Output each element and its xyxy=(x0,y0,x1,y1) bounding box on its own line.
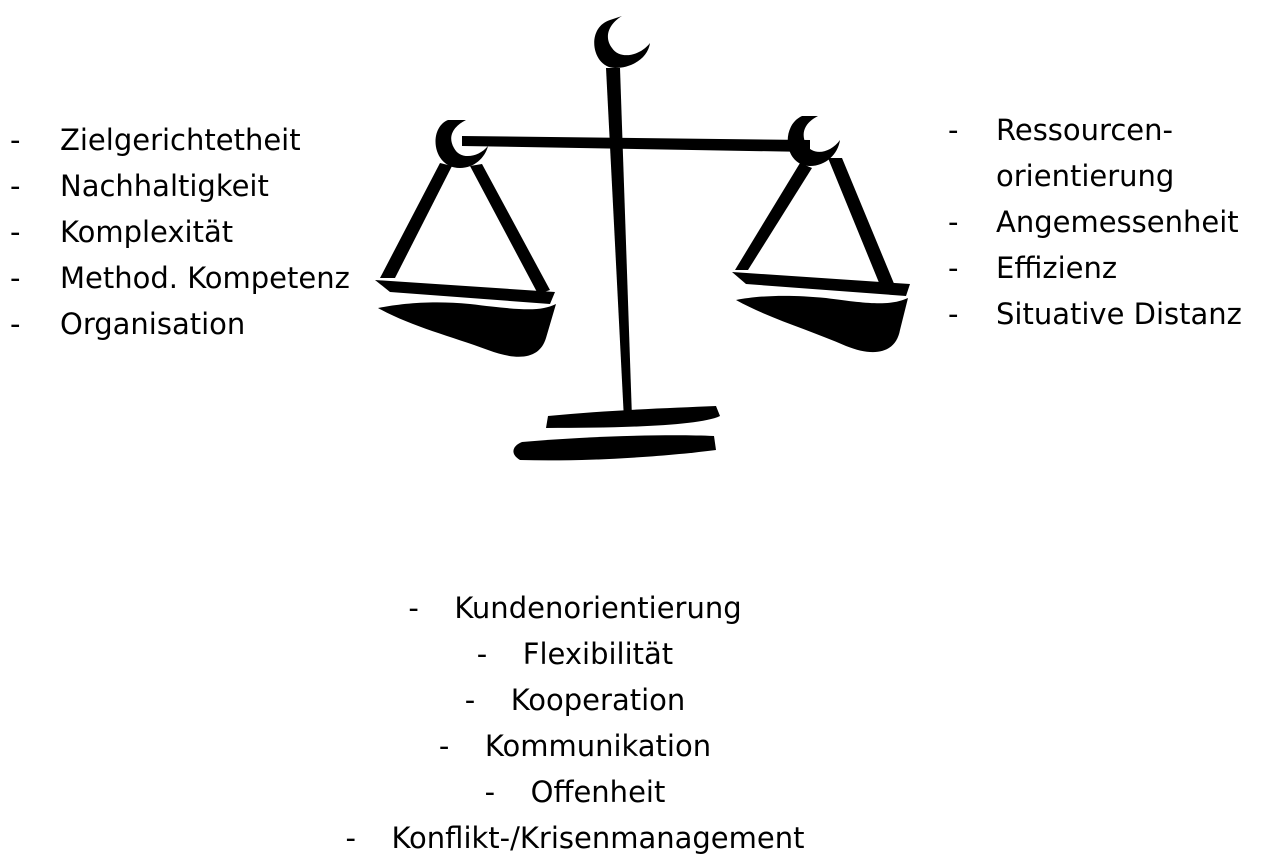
list-item-label: Situative Distanz xyxy=(996,297,1242,331)
list-item: - Organisation xyxy=(10,301,350,347)
left-pan-top xyxy=(375,280,555,304)
bullet-dash: - xyxy=(948,251,959,285)
left-chain-outer xyxy=(380,163,452,278)
list-item: - Komplexität xyxy=(10,209,350,255)
list-item: -Offenheit xyxy=(0,769,1150,815)
top-hook xyxy=(594,16,650,68)
list-item-label: Flexibilität xyxy=(522,637,674,671)
bullet-dash: - xyxy=(10,123,21,157)
list-item-label: Kommunikation xyxy=(484,729,712,763)
list-item: - Kundenorientierung xyxy=(0,585,1150,631)
left-pan-bowl xyxy=(378,302,556,357)
bullet-dash: - xyxy=(948,205,959,239)
right-chain-outer xyxy=(735,163,812,270)
base-bottom xyxy=(513,435,716,461)
list-item-label: Konflikt-/Krisenmanagement xyxy=(391,821,805,855)
bullet-dash: - xyxy=(10,169,21,203)
bullet-dash: - xyxy=(948,113,959,147)
list-item: - Angemessenheit xyxy=(948,199,1242,245)
right-chain-inner xyxy=(828,158,895,290)
bullet-dash: - xyxy=(10,261,21,295)
list-item: - Zielgerichtetheit xyxy=(10,117,350,163)
list-item: - Situative Distanz xyxy=(948,291,1242,337)
right-criteria-list: - Ressourcen-orientierung - Angemessenheit… xyxy=(948,107,1242,337)
bullet-dash: - xyxy=(438,729,450,763)
right-pan-bowl xyxy=(736,295,908,353)
bullet-dash: - xyxy=(10,307,21,341)
bullet-dash: - xyxy=(476,637,488,671)
list-item-label: Offenheit xyxy=(530,775,666,809)
bottom-criteria-list: -Kundenorientierung -Flexibilität -Koope… xyxy=(0,585,1150,861)
bullet-dash: - xyxy=(408,591,419,625)
list-item: - Method. Kompetenz xyxy=(10,255,350,301)
base-top xyxy=(546,406,720,428)
right-hook xyxy=(787,116,840,166)
list-item: - Ressourcen-orientierung xyxy=(948,107,1242,199)
bullet-dash: - xyxy=(10,215,21,249)
list-item: - Effizienz xyxy=(948,245,1242,291)
balance-scale-icon xyxy=(375,16,910,461)
beam xyxy=(462,136,810,152)
bullet-dash: - xyxy=(464,683,476,717)
bullet-dash: - xyxy=(345,821,356,855)
central-pole xyxy=(606,68,632,420)
list-item: - Konflikt-/Krisenmanagement xyxy=(0,815,1150,861)
bullet-dash: - xyxy=(948,297,959,331)
list-item-label: Effizienz xyxy=(996,251,1118,285)
right-pan-top xyxy=(732,272,910,296)
list-item: -Kooperation xyxy=(0,677,1150,723)
list-item-label: Komplexität xyxy=(60,215,234,249)
list-item: - Nachhaltigkeit xyxy=(10,163,350,209)
list-item-label: Kundenorientierung xyxy=(454,591,742,625)
list-item-label: Ressourcen- xyxy=(996,113,1173,147)
list-item-label: Nachhaltigkeit xyxy=(60,169,269,203)
list-item: -Flexibilität xyxy=(0,631,1150,677)
left-hook xyxy=(435,120,488,168)
list-item: -Kommunikation xyxy=(0,723,1150,769)
list-item-label: Organisation xyxy=(60,307,246,341)
left-chain-inner xyxy=(470,164,550,294)
list-item-label: Angemessenheit xyxy=(996,205,1239,239)
list-item-label: Method. Kompetenz xyxy=(60,261,350,295)
bullet-dash: - xyxy=(484,775,496,809)
left-criteria-list: - Zielgerichtetheit - Nachhaltigkeit - Komp… xyxy=(10,117,350,347)
list-item-label: Zielgerichtetheit xyxy=(60,123,301,157)
list-item-label-continued: orientierung xyxy=(996,159,1175,193)
list-item-label: Kooperation xyxy=(510,683,686,717)
